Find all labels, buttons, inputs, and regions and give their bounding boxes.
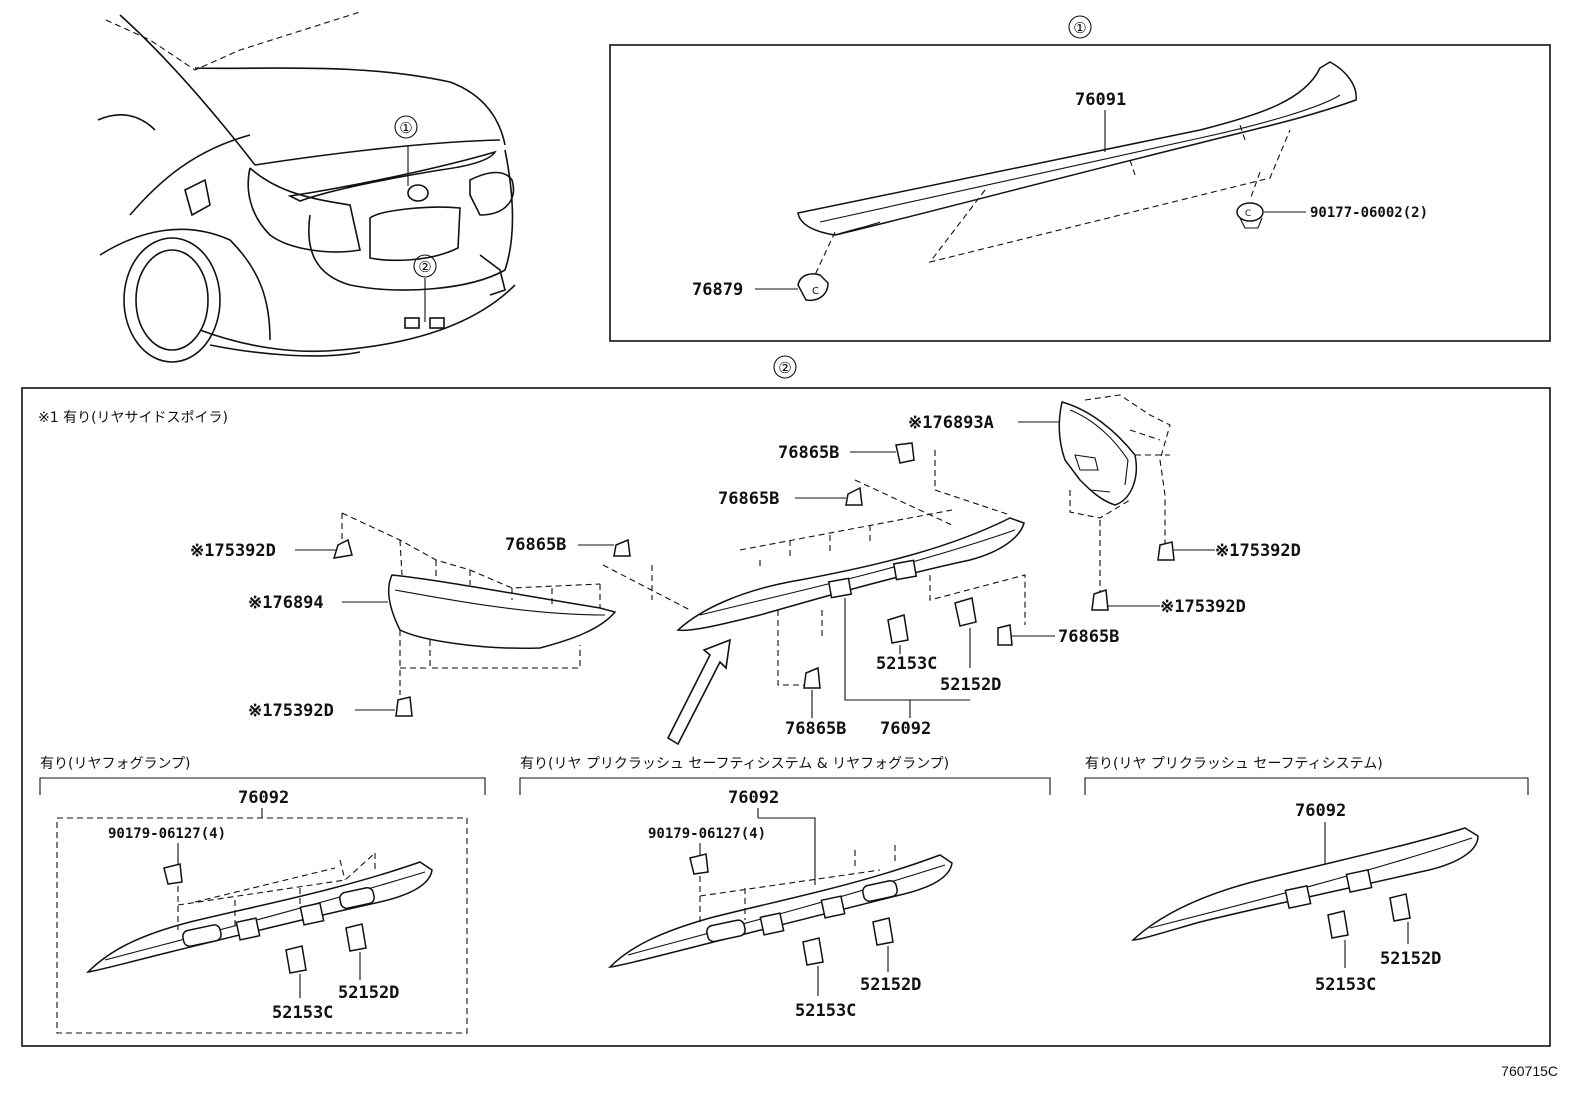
retainer-left-top — [332, 538, 353, 559]
box1-callout: ① — [1068, 15, 1092, 39]
svg-text:②: ② — [418, 258, 431, 276]
box1-frame — [609, 44, 1551, 342]
variant-c-cap-d — [1389, 893, 1411, 922]
label-retainer-right-bottom: ※175392D — [1160, 597, 1246, 617]
center-garnish — [676, 517, 1025, 632]
clip-76865b-a — [895, 442, 915, 464]
cap-52153c — [887, 614, 909, 644]
car-callout-1: ① — [394, 115, 418, 139]
label-clip-c: 76865B — [505, 535, 566, 555]
variant-a-cap-d-label: 52152D — [338, 983, 399, 1003]
label-retainer-right-top: ※175392D — [1215, 541, 1301, 561]
variant-b-garnish — [607, 853, 953, 968]
label-clip-e: 76865B — [785, 719, 846, 739]
svg-text:①: ① — [399, 119, 412, 137]
variant-a-title: 有り(リヤフォグランプ) — [40, 756, 191, 772]
variant-a-screw-label: 90179-06127(4) — [108, 826, 226, 842]
variant-a-cap-c-label: 52153C — [272, 1003, 333, 1023]
spoiler-76091 — [797, 61, 1357, 236]
left-spoiler-76894 — [388, 574, 617, 650]
label-76879: 76879 — [692, 280, 743, 300]
label-garnish: 76092 — [880, 719, 931, 739]
clip-76879: C — [797, 273, 829, 302]
svg-text:①: ① — [1073, 19, 1086, 37]
variant-b-cap-c-label: 52153C — [795, 1001, 856, 1021]
cap-52152d — [954, 597, 977, 627]
label-side-bracket: ※176893A — [908, 413, 994, 433]
label-76091: 76091 — [1075, 90, 1126, 110]
retainer-right-bottom — [1091, 588, 1109, 611]
svg-text:C: C — [812, 286, 819, 297]
svg-text:C: C — [1245, 209, 1251, 219]
arrow-pointer — [666, 638, 731, 746]
variant-c-garnish — [1131, 827, 1479, 941]
variant-b-cap-d — [872, 917, 894, 946]
box2-frame — [21, 387, 1551, 1047]
label-left-spoiler: ※176894 — [248, 593, 324, 613]
variant-c-garnish-label: 76092 — [1295, 801, 1346, 821]
label-retainer-left-top: ※175392D — [190, 541, 276, 561]
variant-c-cap-c — [1327, 910, 1349, 939]
label-clip-b: 76865B — [718, 489, 779, 509]
side-bracket-76893a — [1058, 401, 1137, 506]
label-cap-d: 52152D — [940, 675, 1001, 695]
variant-c-cap-c-label: 52153C — [1315, 975, 1376, 995]
doc-code: 760715C — [1501, 1063, 1558, 1079]
svg-text:②: ② — [778, 359, 791, 377]
label-cap-c: 52153C — [876, 654, 937, 674]
label-clip-a: 76865B — [778, 443, 839, 463]
retainer-right-top — [1157, 541, 1175, 561]
clip-90177: C — [1236, 202, 1264, 229]
car-illustration — [97, 11, 516, 363]
variant-c-cap-d-label: 52152D — [1380, 949, 1441, 969]
variant-a-garnish — [85, 861, 433, 974]
variant-b-screw-label: 90179-06127(4) — [648, 826, 766, 842]
variant-b-cap-c — [802, 937, 824, 966]
variant-c-title: 有り(リヤ プリクラッシュ セーフティシステム) — [1085, 756, 1383, 772]
label-90177: 90177-06002(2) — [1310, 205, 1428, 221]
clip-76865b-c — [613, 538, 631, 557]
variant-a-garnish-label: 76092 — [238, 788, 289, 808]
box2-callout: ② — [773, 355, 797, 379]
variant-a-cap-d — [345, 923, 367, 952]
variant-b-garnish-label: 76092 — [728, 788, 779, 808]
clip-76865b-b — [845, 486, 863, 506]
variant-a-cap-c — [285, 945, 307, 974]
note-rear-side-spoiler: ※1 有り(リヤサイドスポイラ) — [38, 410, 228, 426]
clip-76865b-e — [803, 666, 821, 689]
clip-76865b-d — [997, 624, 1013, 646]
retainer-left-bottom — [395, 696, 413, 717]
variant-b-cap-d-label: 52152D — [860, 975, 921, 995]
label-clip-d: 76865B — [1058, 627, 1119, 647]
variant-b-title: 有り(リヤ プリクラッシュ セーフティシステム & リヤフォグランプ) — [520, 756, 949, 772]
car-callout-2: ② — [413, 254, 437, 278]
label-retainer-left-bottom: ※175392D — [248, 701, 334, 721]
